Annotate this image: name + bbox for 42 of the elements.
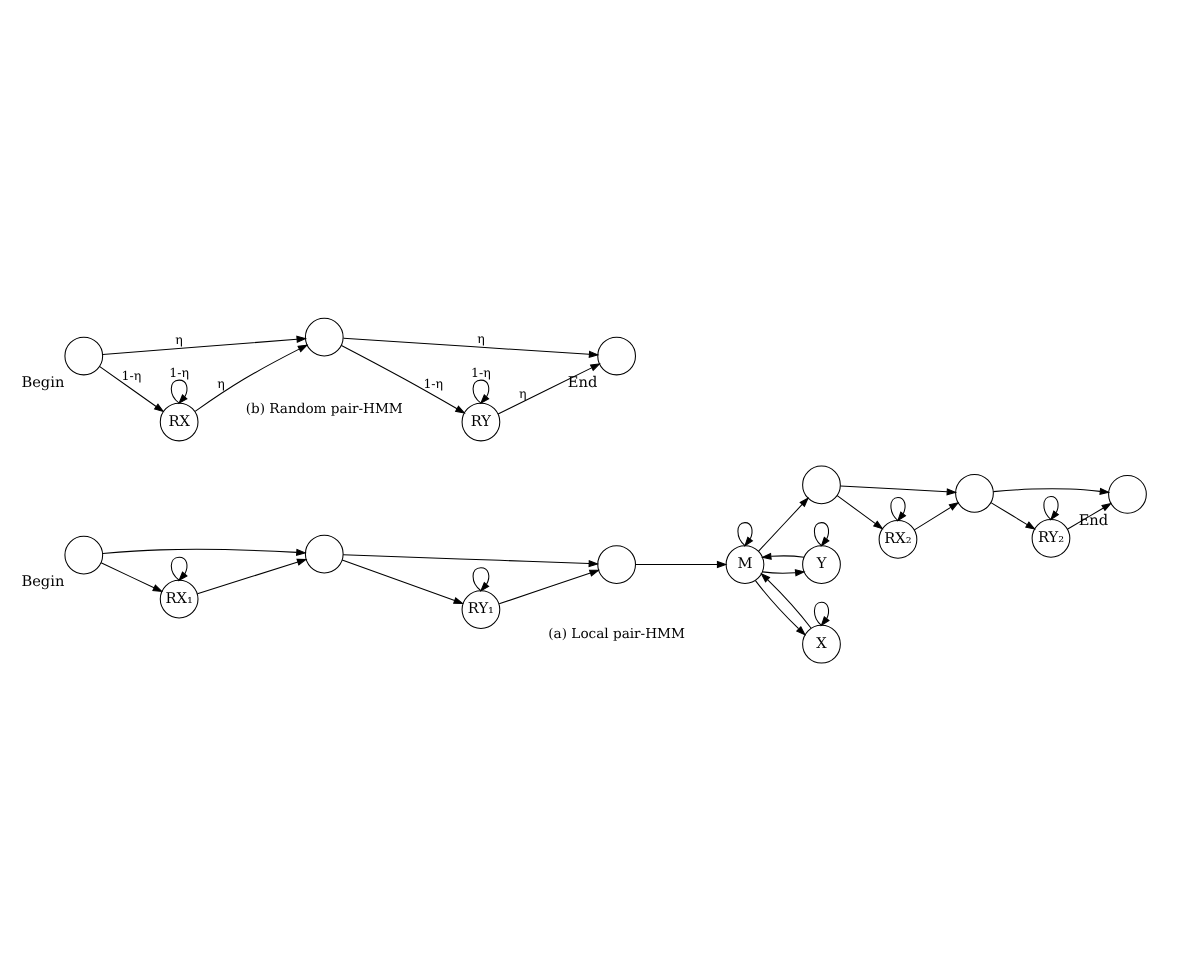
arrow: [342, 337, 600, 358]
arrow: [100, 562, 164, 593]
arrow: [634, 560, 728, 569]
node-circle: [597, 336, 636, 376]
arrow: [737, 522, 754, 547]
arrow: [913, 502, 960, 531]
arrow: [1043, 495, 1060, 521]
arrow: [762, 569, 806, 577]
arrow: [813, 601, 830, 627]
arrow: [99, 366, 165, 413]
arrow: [760, 552, 805, 560]
arrow: [1067, 502, 1112, 530]
node-circle: [955, 473, 994, 513]
node-circle: [1108, 474, 1147, 514]
arrow: [102, 335, 307, 356]
arrow: [497, 363, 601, 415]
arrow: [194, 344, 309, 412]
node-circle: [64, 336, 104, 376]
arrow: [992, 487, 1111, 495]
arrow: [170, 556, 188, 582]
node-circle: [802, 465, 841, 505]
arrow: [472, 567, 490, 592]
arrow: [341, 559, 465, 604]
node-circle: [64, 535, 104, 575]
arrow: [472, 379, 490, 405]
node-circle: [304, 317, 344, 357]
arrow: [839, 485, 958, 496]
arrow: [340, 345, 466, 414]
arrow: [836, 495, 884, 530]
arrow: [760, 572, 812, 629]
arrow: [498, 569, 600, 605]
arrow: [170, 379, 188, 405]
node-circle: [304, 534, 344, 574]
arrow: [990, 502, 1036, 530]
arrow: [342, 554, 600, 568]
arrow: [813, 522, 830, 547]
arrow: [890, 496, 907, 522]
arrow: [196, 558, 308, 595]
arrow: [758, 497, 810, 552]
arrow: [754, 580, 807, 636]
arrow: [102, 548, 307, 557]
node-circle: [597, 545, 636, 584]
